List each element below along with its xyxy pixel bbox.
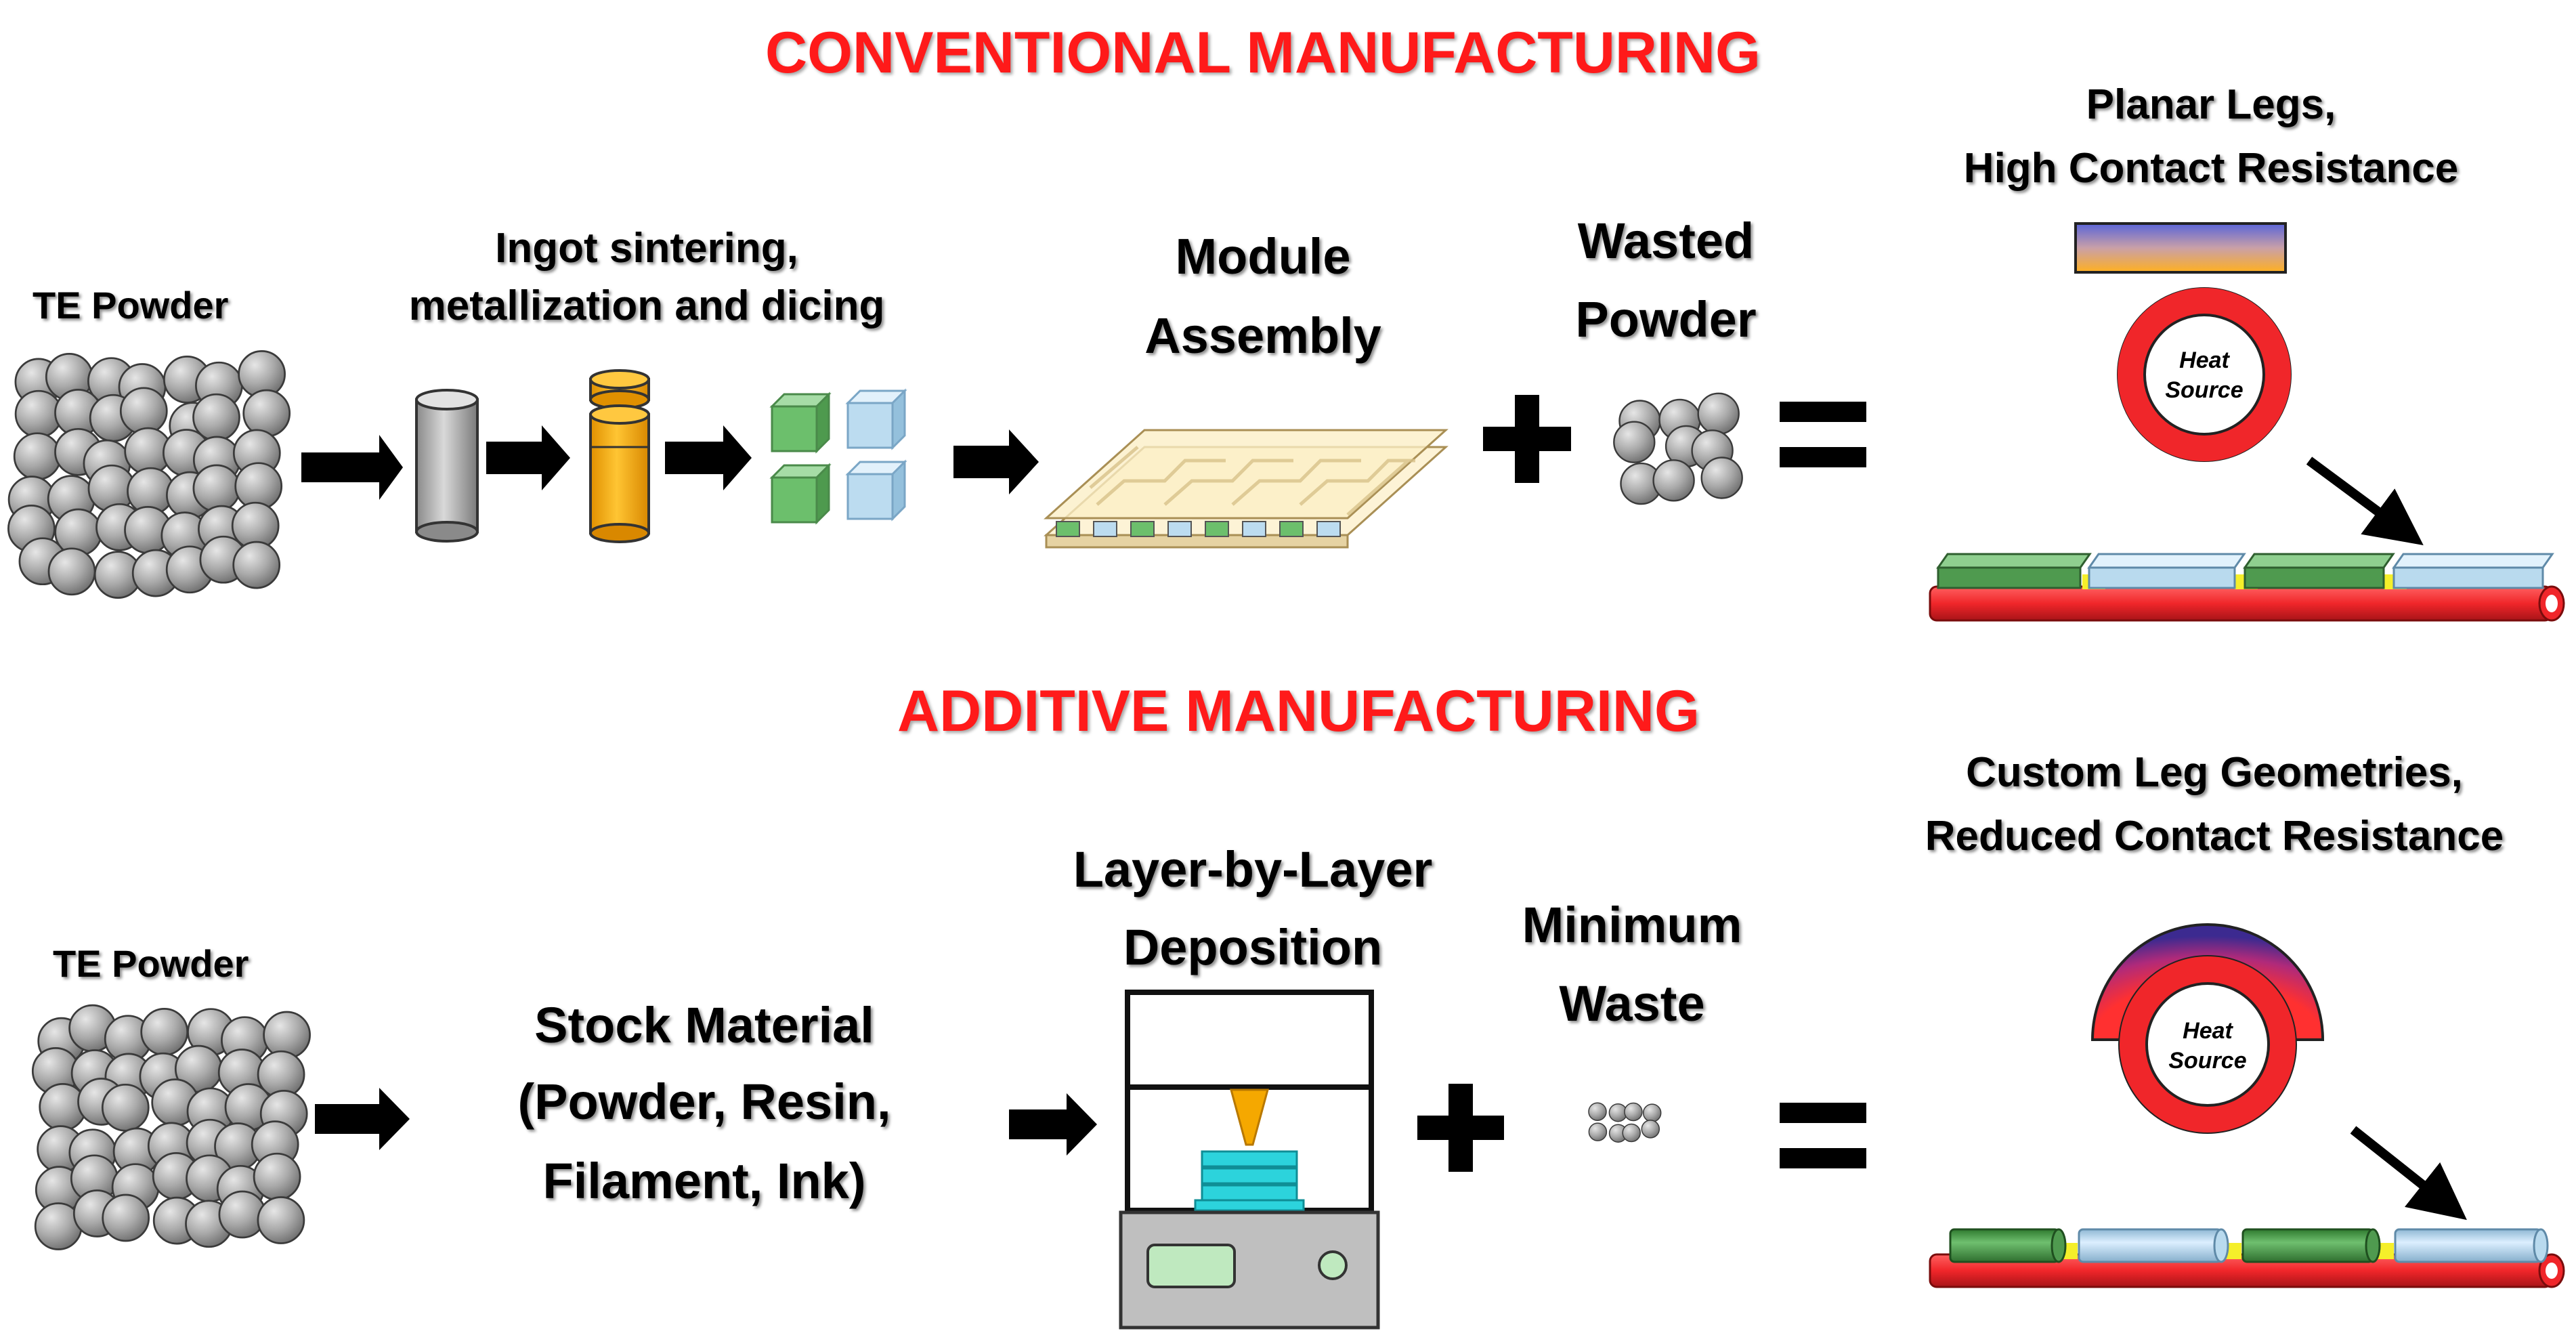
n-type-leg: [1316, 521, 1341, 537]
p-type-curved-leg: [2241, 1228, 2381, 1263]
plus-icon: [1483, 395, 1571, 483]
powder-particle: [13, 432, 62, 481]
p-type-leg: [1205, 521, 1229, 537]
printer-knob: [1318, 1250, 1348, 1280]
n-type-curved-leg: [2394, 1228, 2549, 1263]
arrow-right-icon: [1009, 1093, 1097, 1156]
printed-part: [1194, 1150, 1305, 1212]
p-type-curved-leg: [1949, 1228, 2067, 1263]
arrow-right-icon: [315, 1088, 410, 1150]
diced-legs: [769, 388, 907, 525]
powder-particle: [140, 1008, 189, 1056]
arrow-right-icon: [486, 425, 570, 490]
powder-particle: [1642, 1103, 1662, 1122]
te-powder-cluster: [7, 350, 291, 599]
arrow-diagonal-icon: [2350, 1126, 2467, 1221]
sintered-ingot: [415, 389, 479, 543]
n-type-cube: [845, 459, 907, 522]
wasted-powder-cluster: [1613, 392, 1743, 505]
minimum-waste-cluster: [1588, 1102, 1662, 1143]
n-type-leg: [1242, 521, 1266, 537]
p-type-leg: [1056, 521, 1080, 537]
powder-particle: [119, 387, 168, 436]
n-type-leg: [1167, 521, 1192, 537]
powder-particle: [1700, 457, 1743, 499]
powder-particle: [1697, 392, 1740, 435]
3d-printer: [1119, 990, 1380, 1330]
p-type-planar-leg: [1936, 553, 2092, 589]
powder-particle: [1641, 1120, 1660, 1139]
powder-particle: [1613, 421, 1656, 463]
powder-particle: [47, 547, 96, 596]
plus-icon: [1417, 1084, 1504, 1172]
arrow-right-icon: [953, 429, 1039, 494]
te-module: [1044, 429, 1448, 549]
powder-particle: [101, 1083, 150, 1132]
pipe: [1929, 585, 2553, 622]
powder-particle: [192, 464, 241, 513]
planar-legs-illustration: [1929, 222, 2565, 622]
powder-particle: [257, 1196, 305, 1244]
arrow-diagonal-icon: [2306, 457, 2424, 545]
print-nozzle: [1230, 1088, 1269, 1146]
arrow-right-icon: [665, 425, 752, 490]
n-type-curved-leg: [2078, 1228, 2229, 1263]
heat-sink-bar: [2074, 222, 2287, 274]
powder-particle: [102, 1193, 150, 1242]
powder-particle: [1652, 459, 1695, 502]
p-type-planar-leg: [2243, 553, 2395, 589]
n-type-leg: [1093, 521, 1117, 537]
powder-particle: [263, 1011, 311, 1059]
p-type-cube: [769, 463, 832, 525]
powder-particle: [1624, 1102, 1643, 1122]
powder-particle: [232, 541, 281, 589]
powder-particle: [1622, 1123, 1641, 1143]
metallized-ingot: [589, 369, 650, 543]
p-type-leg: [1279, 521, 1304, 537]
equals-icon: [1780, 402, 1866, 467]
powder-particle: [253, 1152, 301, 1201]
powder-particle: [242, 389, 291, 438]
equals-icon: [1780, 1103, 1866, 1168]
printer-display: [1146, 1244, 1236, 1288]
p-type-cube: [769, 392, 832, 454]
arrow-right-icon: [301, 435, 403, 500]
custom-legs-illustration: [1929, 923, 2565, 1288]
n-type-cube: [845, 388, 907, 450]
n-type-planar-leg: [2087, 553, 2246, 589]
powder-particle: [1588, 1122, 1608, 1141]
te-powder-cluster: [31, 1004, 311, 1250]
n-type-planar-leg: [2392, 553, 2554, 589]
p-type-leg: [1130, 521, 1155, 537]
powder-particle: [1588, 1102, 1607, 1121]
